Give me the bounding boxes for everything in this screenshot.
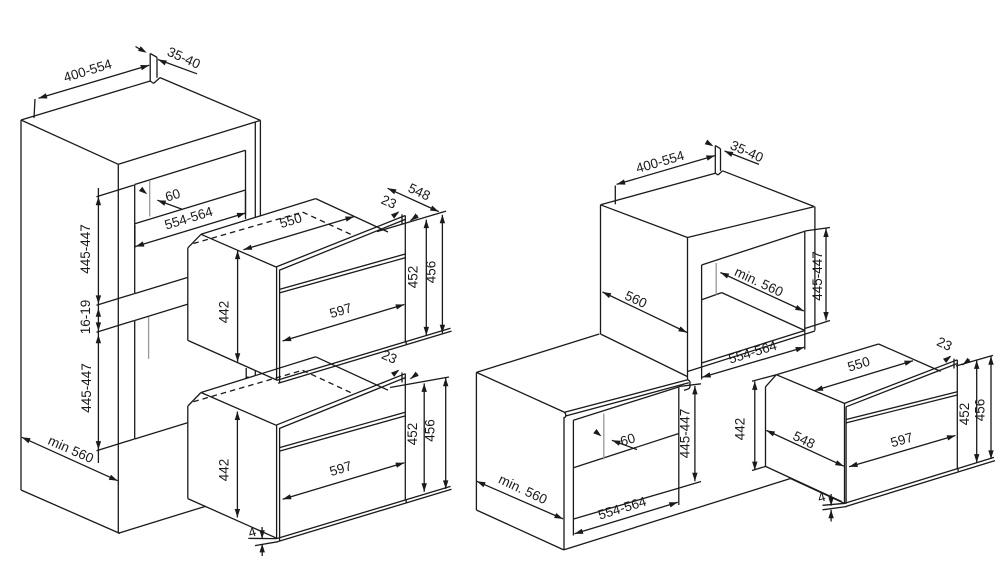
svg-text:456: 456	[424, 261, 439, 284]
svg-text:452: 452	[406, 266, 421, 289]
svg-text:16-19: 16-19	[78, 300, 93, 335]
svg-text:445-447: 445-447	[79, 363, 94, 413]
svg-text:456: 456	[423, 419, 438, 442]
svg-text:456: 456	[973, 399, 988, 422]
svg-text:445-447: 445-447	[78, 224, 93, 274]
svg-text:442: 442	[217, 301, 232, 324]
svg-text:442: 442	[217, 459, 232, 482]
svg-text:442: 442	[733, 418, 748, 441]
svg-text:445-447: 445-447	[810, 251, 825, 301]
svg-text:445-447: 445-447	[677, 409, 692, 459]
svg-text:452: 452	[957, 403, 972, 426]
svg-text:452: 452	[405, 423, 420, 446]
